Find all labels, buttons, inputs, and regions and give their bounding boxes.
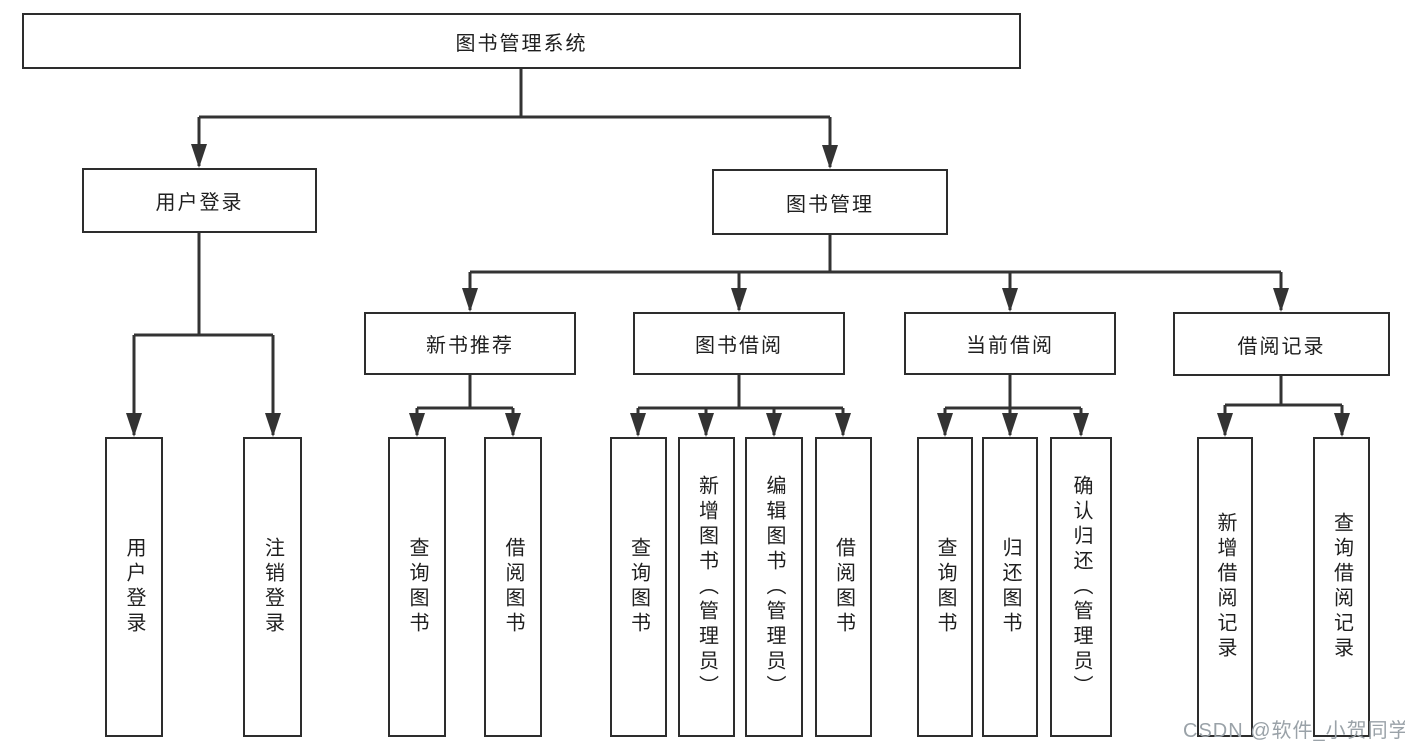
- node-leaf-nb-borrow-books: 借阅图书: [484, 437, 542, 737]
- node-label: 查询借阅记录: [1330, 512, 1353, 662]
- node-label: 注销登录: [261, 537, 284, 637]
- node-leaf-nb-query-books: 查询图书: [388, 437, 446, 737]
- node-label: 借阅图书: [502, 537, 524, 637]
- node-label: 图书管理: [786, 193, 874, 216]
- node-label: 确认归还（管理员）: [1070, 474, 1092, 700]
- node-label: 图书管理系统: [455, 32, 588, 55]
- node-leaf-br-query-record: 查询借阅记录: [1313, 437, 1370, 737]
- node-label: 用户登录: [155, 192, 244, 214]
- node-leaf-br-add-record: 新增借阅记录: [1197, 437, 1253, 737]
- node-label: 用户登录: [123, 537, 145, 637]
- node-leaf-bb-add-books-admin: 新增图书（管理员）: [678, 437, 735, 737]
- node-label: 新增图书（管理员）: [695, 474, 718, 700]
- node-leaf-user-login: 用户登录: [105, 437, 163, 737]
- node-label: 查询图书: [406, 537, 428, 637]
- csdn-watermark: CSDN @软件_小贺同学: [1183, 720, 1405, 742]
- node-label: 借阅记录: [1237, 335, 1326, 358]
- node-leaf-cb-confirm-return-admin: 确认归还（管理员）: [1050, 437, 1112, 737]
- node-leaf-logout: 注销登录: [243, 437, 302, 737]
- node-book-borrowing: 图书借阅: [633, 312, 845, 375]
- node-new-book-recommend: 新书推荐: [364, 312, 576, 375]
- node-label: 查询图书: [934, 537, 956, 637]
- node-leaf-cb-return-books: 归还图书: [982, 437, 1038, 737]
- node-label: 新书推荐: [426, 335, 514, 357]
- node-label: 查询图书: [627, 537, 650, 637]
- node-book-management: 图书管理: [712, 169, 948, 235]
- node-user-login: 用户登录: [82, 168, 317, 233]
- node-leaf-bb-borrow-books: 借阅图书: [815, 437, 872, 737]
- node-current-borrowing: 当前借阅: [904, 312, 1116, 375]
- node-borrowing-records: 借阅记录: [1173, 312, 1390, 376]
- node-leaf-bb-edit-books-admin: 编辑图书（管理员）: [745, 437, 803, 737]
- node-library-management-system: 图书管理系统: [22, 13, 1021, 69]
- node-label: 新增借阅记录: [1214, 512, 1236, 662]
- node-label: 借阅图书: [832, 537, 855, 637]
- node-label: 图书借阅: [695, 335, 783, 357]
- node-leaf-bb-query-books: 查询图书: [610, 437, 667, 737]
- node-label: 编辑图书（管理员）: [763, 474, 785, 700]
- node-leaf-cb-query-books: 查询图书: [917, 437, 973, 737]
- node-label: 归还图书: [999, 537, 1021, 637]
- node-label: 当前借阅: [966, 335, 1054, 357]
